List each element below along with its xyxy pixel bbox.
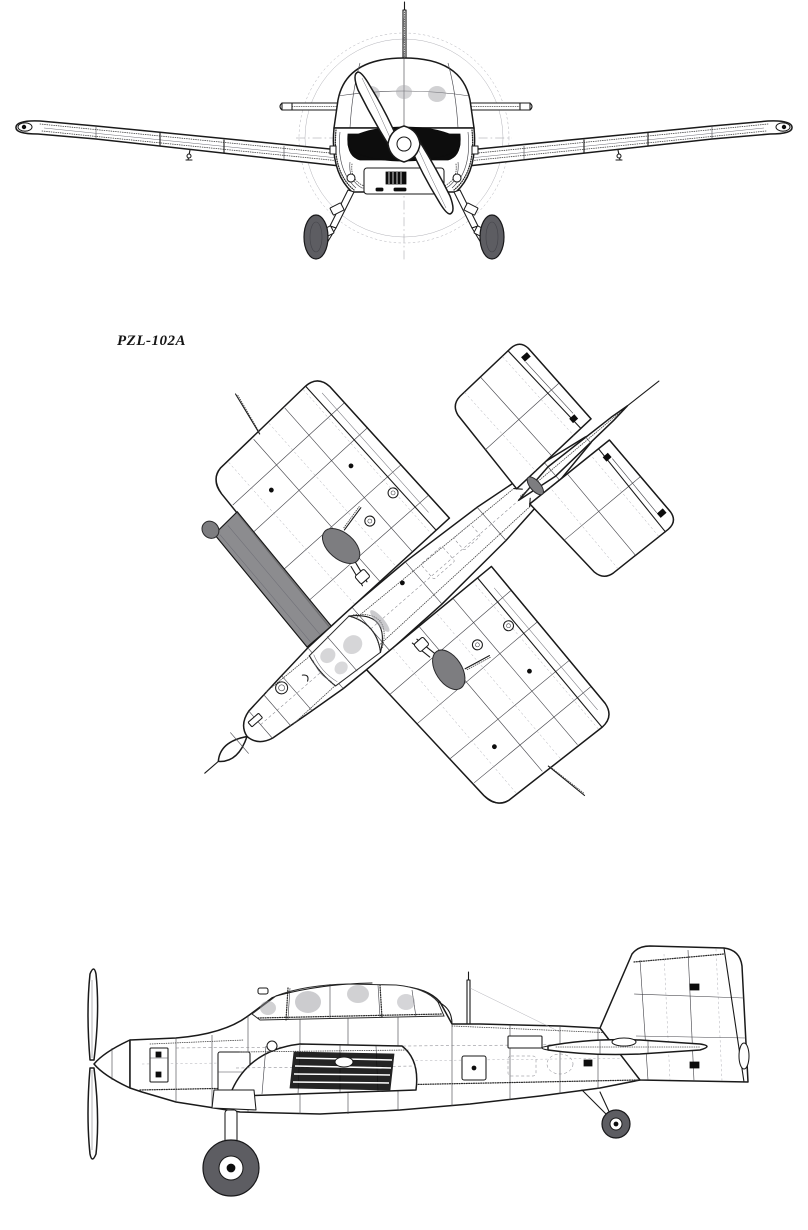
plan-right-wing — [365, 565, 610, 804]
plan-tailplane — [454, 343, 675, 577]
plan-fuselage-panels — [399, 524, 481, 586]
side-view — [0, 940, 808, 1230]
side-canopy-glazing-shading — [260, 985, 415, 1015]
antenna-mast — [402, 1, 407, 59]
plan-view — [0, 250, 808, 950]
plan-spinner — [204, 674, 309, 774]
side-tailwheel — [581, 1089, 631, 1139]
plan-tailwheel — [513, 476, 544, 508]
plan-canopy — [308, 610, 390, 687]
side-wing-root — [231, 1040, 418, 1097]
plan-canopy-glazing-shading — [320, 635, 363, 675]
plan-left-gear — [321, 505, 370, 587]
plan-flap-shaded — [201, 511, 332, 648]
plan-right-gear — [411, 637, 492, 691]
side-flap — [289, 1051, 395, 1091]
plan-view-rotated-group — [201, 343, 675, 804]
drawing-caption: PZL-102A — [117, 333, 186, 349]
front-left-wing — [15, 120, 341, 167]
front-right-wing — [467, 120, 793, 167]
side-tailplane — [541, 1037, 708, 1056]
side-propeller — [87, 968, 99, 1160]
front-view — [0, 0, 808, 290]
side-main-gear — [202, 1089, 260, 1197]
plan-left-wing — [215, 380, 451, 629]
side-antenna-mast — [466, 971, 561, 1033]
front-propeller — [354, 71, 454, 215]
side-canopy — [251, 982, 453, 1025]
side-spinner — [93, 1039, 131, 1089]
front-landing-gear — [303, 189, 505, 260]
